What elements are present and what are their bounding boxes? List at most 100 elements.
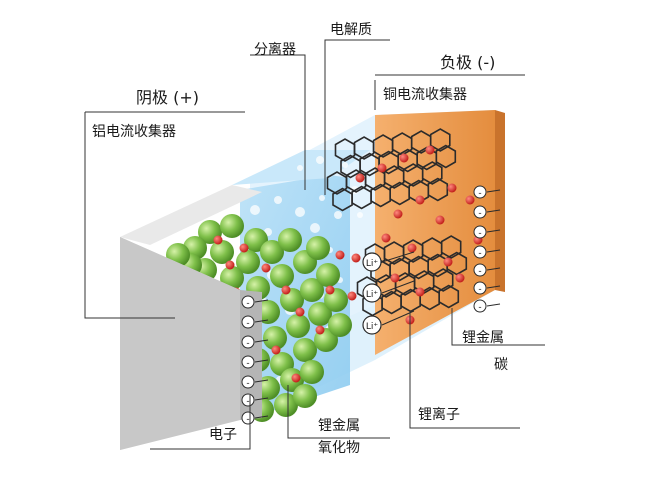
label-carbon: 碳 [494,357,508,373]
lithium-ion-dot [261,263,271,273]
label-lithium-metal-oxide-2: 氧化物 [318,440,360,456]
leader-electrolyte [324,39,390,195]
label-lithium-ion: 锂离子 [418,407,460,423]
leader-separator [250,54,306,190]
lithium-ion-dot [335,250,345,260]
leader-electron [150,395,251,450]
graphene-hexagon [421,161,443,185]
oxide-particle [236,250,260,274]
electron-badge: - [241,375,269,389]
lithium-ion-dot [225,260,235,270]
lithium-ion-dot [399,153,409,163]
oxide-particle [260,240,284,264]
lithium-ion-dot [325,285,335,295]
lithium-ion-dot [347,291,357,301]
lithium-ion-dot [415,195,425,205]
electron-badge: - [241,335,269,349]
label-lithium-metal-oxide-1: 锂金属 [318,418,360,434]
oxide-particle [220,214,244,238]
oxide-particle [278,228,302,252]
electron-badge: - [473,299,501,313]
leader-lithium-right [451,308,545,346]
lithium-ion-dot [435,215,445,225]
electron-badge: - [473,185,501,199]
electron-badge: - [241,355,269,369]
oxide-particle [270,264,294,288]
electron-badge: - [473,281,501,295]
li-ion-badge: Li⁺ [362,280,415,303]
electron-badge: - [473,225,501,239]
lithium-ion-dot [465,195,475,205]
lithium-ion-dot [443,257,453,267]
electron-badge: - [241,411,269,425]
label-lithium-metal-right: 锂金属 [462,330,504,346]
lithium-ion-dot [291,373,301,383]
label-electron: 电子 [209,427,237,443]
svg-text:-: - [246,415,249,425]
lithium-ion-dot [377,163,387,173]
leader-oxide [287,385,390,439]
oxide-particle [300,278,324,302]
label-copper-collector: 铜电流收集器 [383,87,467,103]
lithium-ion-dot [447,183,457,193]
electron-badge: - [241,315,269,329]
lithium-ion-dot [425,145,435,155]
label-electrolyte: 电解质 [330,22,372,38]
svg-text:-: - [478,189,481,199]
oxide-particle [293,338,317,362]
svg-text:-: - [246,299,249,309]
electron-badge: - [473,263,501,277]
lithium-ion-dot [351,253,361,263]
electron-badges-right: ------- [473,185,501,313]
aluminum-collector-front-face [120,237,240,450]
lithium-ion-dot [295,307,305,317]
lithium-ion-dot [455,273,465,283]
copper-collector-edge [495,110,505,292]
lithium-ion-dot [381,233,391,243]
li-ion-badge: Li⁺ [362,251,415,272]
leader-lines [84,39,545,450]
lithium-ion-dot [271,345,281,355]
lithium-ion-dot [407,243,417,253]
label-anode: 负极 (-) [440,53,496,72]
oxide-particle [306,236,330,260]
graphene-hexagon [438,284,460,309]
electron-badge: - [241,393,269,407]
electron-badge: - [241,295,269,309]
svg-text:Li⁺: Li⁺ [366,290,379,300]
svg-text:-: - [478,267,481,277]
label-aluminum-collector: 铝电流收集器 [92,124,176,140]
graphene-hexagon [440,235,462,259]
electron-badges-left: - - - - - - - [241,295,269,425]
label-separator: 分离器 [254,42,296,58]
lithium-ion-dot [355,173,365,183]
svg-text:Li⁺: Li⁺ [366,322,379,332]
graphene-hexagon [432,268,454,292]
oxide-particle [263,326,287,350]
lithium-ion-dot [415,287,425,297]
svg-text:-: - [246,379,249,389]
svg-text:-: - [246,339,249,349]
lithium-ion-dot [239,243,249,253]
oxide-particle [316,263,340,287]
label-cathode: 阴极 (+) [136,88,199,107]
oxide-particle [308,302,332,326]
lithium-ion-dot [315,325,325,335]
graphene-hexagon [435,144,457,169]
li-ion-badge: Li⁺ [362,310,415,335]
svg-text:-: - [478,209,481,219]
svg-text:-: - [478,229,481,239]
lithium-ion-dot [281,285,291,295]
lithium-ion-dot [393,209,403,219]
oxide-particle [210,240,234,264]
aluminum-collector-top [120,185,262,245]
svg-text:-: - [478,303,481,313]
oxide-particle [300,360,324,384]
electron-badge: - [473,205,501,219]
leader-lithium-ion [409,310,520,429]
svg-text:-: - [478,285,481,295]
oxide-particle [328,313,352,337]
oxide-particle [274,393,298,417]
svg-text:-: - [246,359,249,369]
